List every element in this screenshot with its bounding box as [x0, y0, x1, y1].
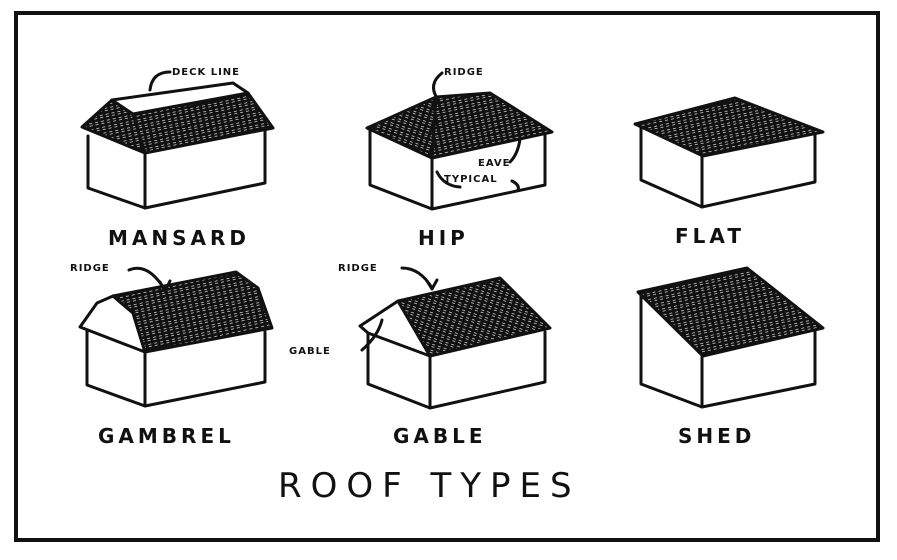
- ridge-callout-gable: RIDGE: [338, 263, 378, 274]
- shed-house-sketch: [636, 266, 825, 409]
- gable-callout: GABLE: [289, 346, 331, 357]
- flat-house-sketch: [633, 96, 825, 209]
- hip-label: HIP: [418, 226, 469, 250]
- ridge-callout-hip: RIDGE: [444, 67, 484, 78]
- hip-house-sketch: [365, 71, 554, 211]
- eave-callout: EAVE: [478, 158, 511, 169]
- ridge-callout-gambrel: RIDGE: [70, 263, 110, 274]
- mansard-label: MANSARD: [108, 226, 251, 250]
- gable-label: GABLE: [393, 424, 487, 448]
- diagram-border: [14, 11, 880, 542]
- gambrel-house-sketch: [78, 266, 274, 408]
- flat-label: FLAT: [675, 224, 745, 248]
- diagram-title: ROOF TYPES: [278, 466, 581, 506]
- gambrel-label: GAMBREL: [98, 424, 235, 448]
- mansard-house-sketch: [80, 70, 275, 210]
- deck-line-callout: DECK LINE: [172, 67, 240, 78]
- typical-callout: TYPICAL: [444, 174, 498, 185]
- gable-house-sketch: [358, 266, 552, 410]
- shed-label: SHED: [678, 424, 756, 448]
